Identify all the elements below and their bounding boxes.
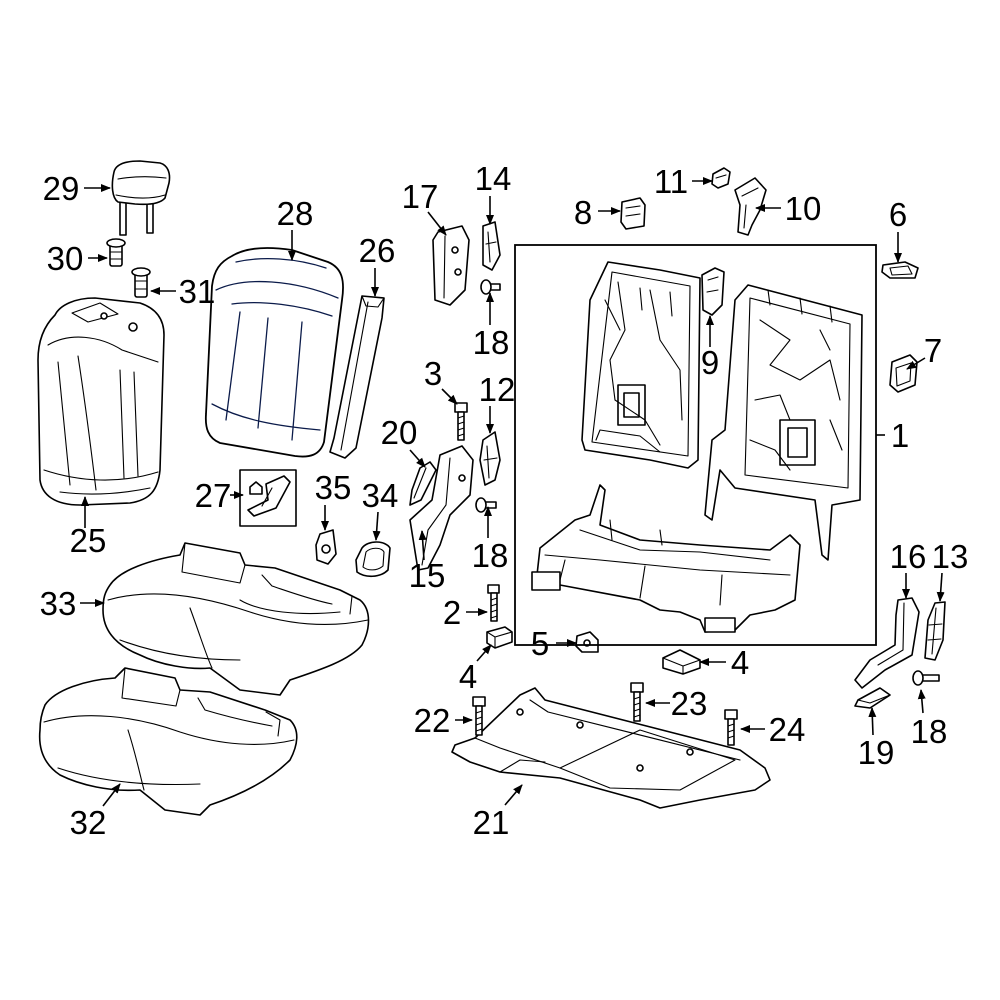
part-1-assembly-box bbox=[514, 244, 877, 646]
leader-arrow bbox=[409, 449, 426, 468]
callout-2: 2 bbox=[443, 594, 461, 631]
leader-arrow bbox=[504, 784, 523, 806]
part-22-bolt bbox=[472, 696, 486, 736]
part-1-right-seatback-frame bbox=[704, 284, 863, 561]
callout-35: 35 bbox=[315, 469, 352, 506]
leader-arrow bbox=[906, 357, 926, 370]
part-1-left-seatback-frame bbox=[581, 261, 701, 469]
part-30-headrest-guide bbox=[106, 238, 126, 267]
callout-19: 19 bbox=[858, 734, 895, 771]
callout-20: 20 bbox=[381, 414, 418, 451]
leader-arrow bbox=[102, 783, 121, 807]
part-27-clip-kit bbox=[239, 469, 297, 527]
part-35-bracket bbox=[315, 529, 337, 565]
callout-8: 8 bbox=[574, 194, 592, 231]
callout-14: 14 bbox=[475, 160, 512, 197]
callout-18: 18 bbox=[473, 324, 510, 361]
callout-13: 13 bbox=[932, 538, 969, 575]
part-20-trim-piece bbox=[409, 461, 437, 506]
callout-1: 1 bbox=[891, 417, 909, 454]
leader-arrow bbox=[936, 572, 945, 602]
part-25-seatback-trim bbox=[37, 297, 165, 506]
part-15-side-bracket bbox=[409, 445, 474, 571]
callout-9: 9 bbox=[701, 344, 719, 381]
part-10-bracket bbox=[734, 177, 767, 236]
callout-17: 17 bbox=[402, 178, 439, 215]
callout-12: 12 bbox=[479, 371, 516, 408]
leader-arrow bbox=[917, 689, 926, 714]
part-18-bolt bbox=[475, 497, 497, 513]
callout-24: 24 bbox=[769, 711, 806, 748]
part-18-bolt bbox=[480, 279, 501, 295]
callout-5: 5 bbox=[531, 625, 549, 662]
callout-22: 22 bbox=[414, 702, 451, 739]
part-28-seatback-pad bbox=[204, 247, 344, 458]
callout-28: 28 bbox=[277, 195, 314, 232]
part-19-cap bbox=[854, 687, 891, 709]
part-3-bolt bbox=[454, 402, 468, 441]
part-11-clip bbox=[711, 167, 731, 189]
part-13-hinge-cover bbox=[924, 601, 946, 661]
callout-18: 18 bbox=[911, 713, 948, 750]
part-4-block bbox=[662, 649, 701, 675]
part-7-latch-handle bbox=[889, 354, 918, 393]
part-34-latch-cover bbox=[355, 541, 391, 578]
callout-25: 25 bbox=[70, 522, 107, 559]
part-17-side-bracket bbox=[432, 225, 470, 306]
callout-33: 33 bbox=[40, 585, 77, 622]
callout-10: 10 bbox=[785, 190, 822, 227]
callout-34: 34 bbox=[362, 477, 399, 514]
callout-labels: 1 2 3 4 4 5 6 7 8 9 10 11 12 13 14 15 16… bbox=[40, 160, 969, 841]
part-16-side-trim bbox=[854, 597, 920, 689]
callout-26: 26 bbox=[359, 232, 396, 269]
callout-31: 31 bbox=[179, 273, 216, 310]
part-12-hinge-plate bbox=[479, 431, 501, 486]
part-31-headrest-guide bbox=[131, 267, 151, 298]
callout-11: 11 bbox=[654, 163, 688, 200]
part-9-latch bbox=[701, 267, 725, 316]
part-23-bolt bbox=[630, 682, 644, 722]
leader-arrow bbox=[418, 530, 427, 561]
part-8-latch bbox=[620, 197, 646, 230]
callout-32: 32 bbox=[70, 804, 107, 841]
part-32-seat-cushion-pad bbox=[38, 667, 298, 816]
callout-30: 30 bbox=[47, 240, 84, 277]
part-18-bolt bbox=[912, 670, 940, 686]
leader-arrow bbox=[427, 211, 447, 236]
callout-3: 3 bbox=[424, 355, 442, 392]
callout-21: 21 bbox=[473, 804, 510, 841]
callout-6: 6 bbox=[889, 196, 907, 233]
part-4-block bbox=[486, 626, 513, 649]
leader-arrow bbox=[868, 707, 877, 736]
part-21-seat-pan bbox=[451, 687, 771, 809]
callout-4: 4 bbox=[459, 658, 477, 695]
callout-4: 4 bbox=[731, 644, 749, 681]
part-6-release-handle bbox=[881, 261, 919, 279]
part-26-side-trim bbox=[329, 295, 385, 459]
leader-arrow bbox=[441, 388, 458, 405]
part-2-bolt bbox=[487, 584, 500, 622]
part-14-hinge-plate bbox=[482, 221, 501, 271]
callout-29: 29 bbox=[43, 170, 80, 207]
part-29-headrest bbox=[111, 160, 171, 236]
leader-lines bbox=[80, 177, 945, 807]
callout-16: 16 bbox=[890, 538, 927, 575]
callout-18: 18 bbox=[472, 537, 509, 574]
part-1-lower-seat-frame bbox=[531, 484, 801, 633]
callout-15: 15 bbox=[409, 557, 446, 594]
callout-27: 27 bbox=[195, 477, 232, 514]
part-5-bracket bbox=[575, 631, 599, 653]
leader-arrow bbox=[372, 511, 381, 541]
callout-23: 23 bbox=[671, 685, 708, 722]
leader-arrow bbox=[476, 644, 492, 662]
callout-7: 7 bbox=[924, 332, 942, 369]
part-33-seat-cushion-cover bbox=[102, 542, 370, 696]
part-24-bolt bbox=[724, 709, 738, 746]
